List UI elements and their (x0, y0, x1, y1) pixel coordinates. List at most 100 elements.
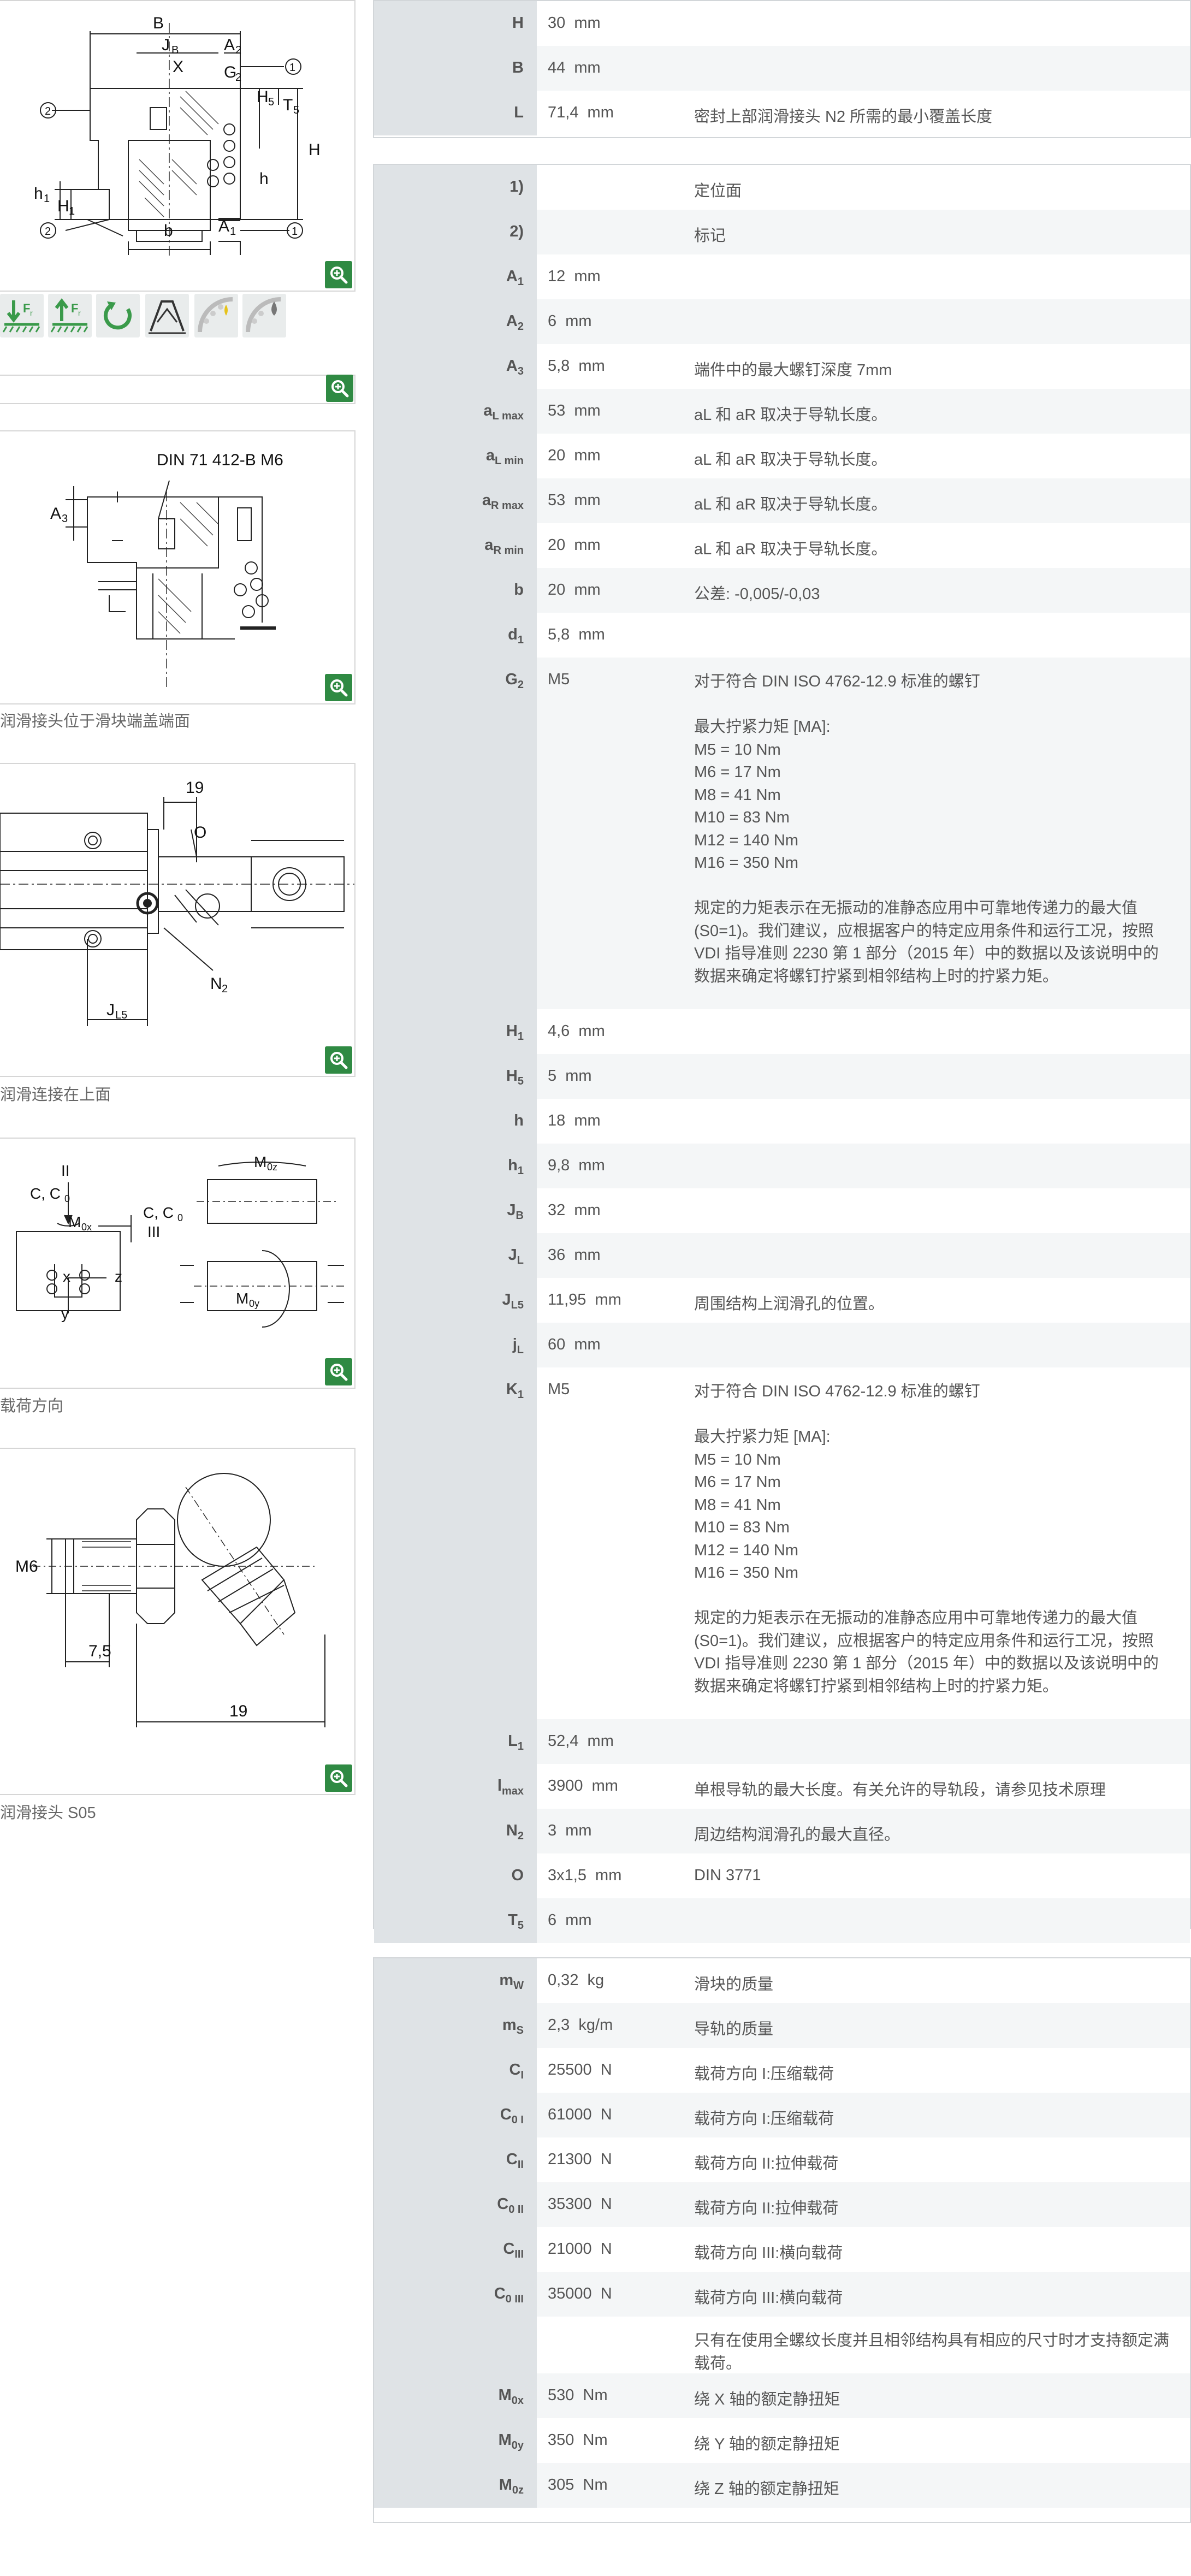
caption-lube-end-cap: 润滑接头位于滑块端盖端面 (0, 713, 191, 730)
param-value: 35000 N (537, 2272, 685, 2317)
param-value: 35300 N (537, 2182, 685, 2227)
param-value: 44 mm (537, 46, 685, 91)
search-button[interactable] (326, 375, 353, 402)
zoom-button[interactable] (325, 674, 352, 701)
param-value: M5 (537, 658, 685, 1009)
param-key: N2 (374, 1809, 537, 1853)
param-key: C0 I (374, 2093, 537, 2137)
svg-text:h: h (259, 170, 269, 188)
param-value: 2,3 kg/m (537, 2003, 685, 2048)
param-key: b (374, 568, 537, 613)
param-description: 载荷方向 I:压缩载荷 (685, 2093, 1190, 2137)
svg-text:x: x (63, 1268, 70, 1285)
param-value: 21000 N (548, 2240, 612, 2258)
svg-text:O: O (194, 824, 206, 842)
zoom-button[interactable] (325, 1358, 352, 1385)
param-key: C0 III (374, 2272, 537, 2317)
svg-text:2: 2 (235, 72, 241, 84)
param-key: M0x (374, 2373, 537, 2418)
param-description: 载荷方向 I:压缩载荷 (694, 2065, 834, 2083)
svg-text:0x: 0x (81, 1222, 92, 1233)
param-description (685, 1188, 1190, 1233)
lube-nipple-svg: M6 7,5 19 (15, 1473, 325, 1727)
param-value: 21300 N (548, 2151, 612, 2168)
param-description (685, 46, 1190, 91)
param-value: 71,4 mm (548, 104, 614, 121)
param-key (374, 2317, 537, 2373)
param-value: 30 mm (548, 14, 601, 32)
rail-profile-icon[interactable] (145, 294, 189, 337)
svg-text:1: 1 (44, 193, 50, 205)
svg-text:L5: L5 (115, 1009, 127, 1021)
param-description: aL 和 aR 取决于导轨长度。 (685, 478, 1190, 523)
param-description: 只有在使用全螺纹长度并且相邻结构具有相应的尺寸时才支持额定满载荷。 (694, 2332, 1170, 2372)
lubrication-ring-icon[interactable] (194, 294, 238, 337)
param-description: 绕 Z 轴的额定静扭矩 (685, 2463, 1190, 2508)
svg-text:B: B (153, 14, 164, 32)
param-description: 单根导轨的最大长度。有关允许的导轨段，请参见技术原理 (694, 1781, 1106, 1799)
param-description (685, 1, 1190, 46)
param-value: 3900 mm (548, 1777, 618, 1795)
oil-drop-icon[interactable] (242, 294, 286, 337)
param-key: A2 (374, 299, 537, 344)
svg-text:19: 19 (186, 779, 204, 797)
param-key: lmax (374, 1764, 537, 1809)
param-description (685, 1719, 1190, 1764)
svg-text:J: J (106, 1001, 115, 1019)
search-input[interactable] (0, 376, 324, 404)
svg-text:1: 1 (69, 205, 75, 217)
param-description: 滑块的质量 (694, 1976, 774, 1993)
param-value: 3x1,5 mm (548, 1867, 622, 1884)
svg-text:r: r (78, 309, 81, 317)
param-key: JL (374, 1233, 537, 1278)
param-description: aL 和 aR 取决于导轨长度。 (685, 389, 1190, 434)
magnifier-icon (330, 267, 348, 284)
drawing-lube-nipple[interactable]: M6 7,5 19 (0, 1448, 355, 1795)
zoom-button[interactable] (325, 1764, 352, 1792)
svg-text:G: G (224, 63, 236, 81)
magnifier-icon (330, 1364, 348, 1381)
param-key: h (374, 1099, 537, 1144)
caption-lube-nipple: 润滑接头 S05 (0, 1804, 96, 1822)
param-value: 5,8 mm (548, 357, 605, 375)
param-value: 32 mm (548, 1201, 601, 1219)
param-key: H1 (374, 1009, 537, 1054)
param-key: mW (374, 1958, 537, 2003)
svg-text:M: M (68, 1213, 81, 1230)
param-value: 6 mm (537, 299, 685, 344)
param-key: L (374, 91, 537, 135)
param-key: JB (374, 1188, 537, 1233)
zoom-button[interactable] (325, 261, 352, 288)
svg-text:y: y (61, 1305, 69, 1322)
zoom-button[interactable] (325, 1046, 352, 1074)
param-key: H (374, 1, 537, 46)
param-value: 3 mm (537, 1809, 685, 1853)
param-key: K1 (374, 1367, 537, 1719)
svg-text:5: 5 (268, 96, 274, 108)
svg-text:5: 5 (293, 104, 299, 116)
moment-arrow-icon[interactable] (96, 294, 140, 337)
